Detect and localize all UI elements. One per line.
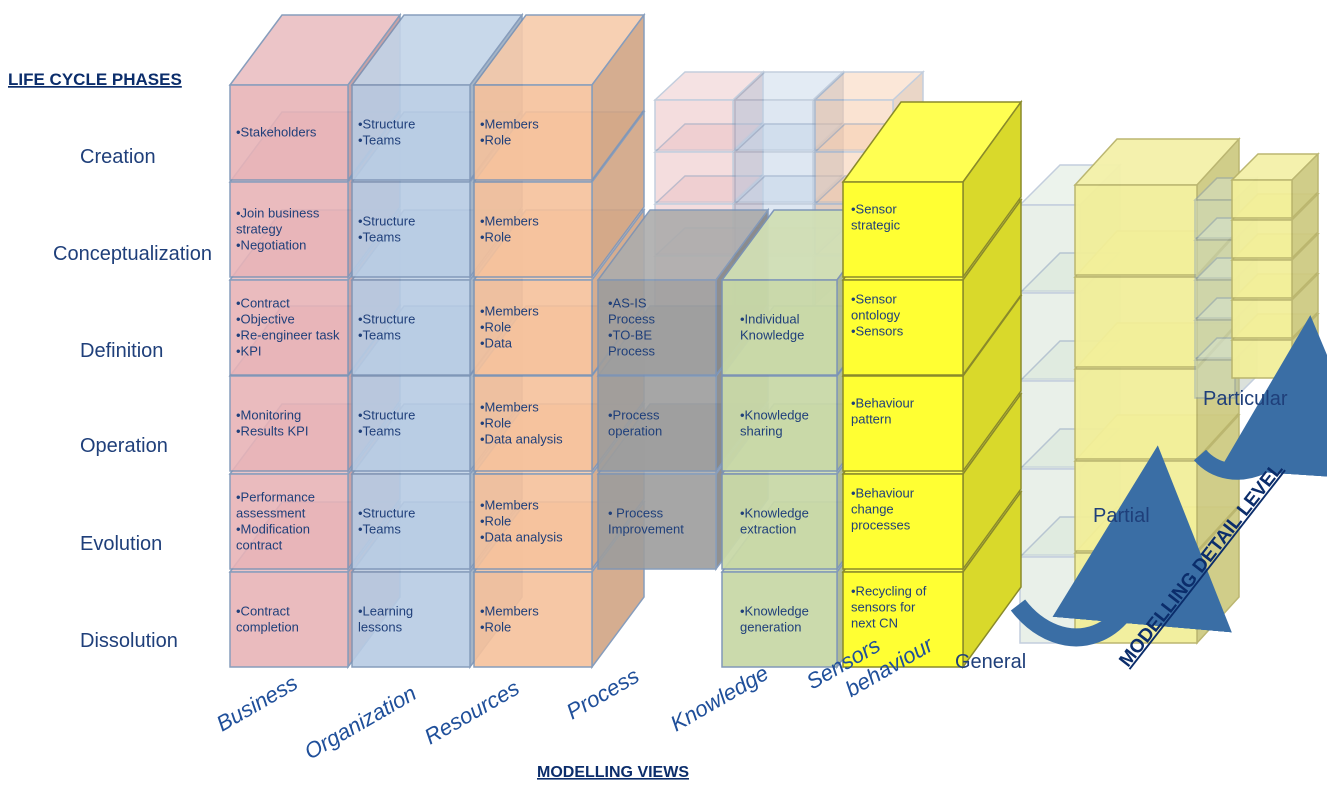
views-header: MODELLING VIEWS (537, 764, 689, 781)
detail-arrows (1010, 315, 1327, 647)
cell-business-2: •Contract•Objective•Re-engineer task•KPI (236, 296, 340, 359)
view-label-2: Resources (420, 675, 524, 749)
phase-label-evolution: Evolution (80, 533, 162, 555)
cell-resources-5: •Members•Role (480, 604, 539, 635)
phase-label-operation: Operation (80, 435, 168, 457)
cell-organization-0: •Structure•Teams (358, 117, 415, 148)
cell-organization-4: •Structure•Teams (358, 506, 415, 537)
cell-resources-1: •Members•Role (480, 214, 539, 245)
cell-organization-1: •Structure•Teams (358, 214, 415, 245)
cube-resources-0 (472, 12, 646, 183)
arrow-partial-to-particular-icon (1193, 315, 1327, 481)
cell-organization-3: •Structure•Teams (358, 408, 415, 439)
view-label-4: Knowledge (666, 660, 773, 736)
view-cubes (228, 12, 1023, 670)
cell-resources-2: •Members•Role•Data (480, 304, 539, 351)
view-label-1: Organization (300, 680, 421, 764)
background-cube (733, 70, 845, 152)
detail-partial-cube (1073, 137, 1241, 277)
level-partial: Partial (1093, 505, 1150, 527)
view-label-3: Process (562, 663, 643, 724)
level-particular: Particular (1203, 388, 1288, 410)
phase-label-dissolution: Dissolution (80, 630, 178, 652)
cell-business-3: •Monitoring•Results KPI (236, 408, 308, 439)
detail-particular-cube (1230, 152, 1320, 220)
background-cube (733, 122, 845, 204)
lifecycle-header: LIFE CYCLE PHASES (8, 70, 182, 89)
level-general: General (955, 651, 1026, 673)
phase-label-definition: Definition (80, 340, 163, 362)
background-cube (813, 70, 925, 152)
background-cube (653, 70, 765, 152)
cell-business-0: •Stakeholders (236, 125, 317, 140)
view-label-0: Business (212, 670, 302, 736)
arrow-general-to-partial-icon (1010, 445, 1232, 647)
phase-label-conceptualization: Conceptualization (53, 243, 212, 265)
cell-resources-0: •Members•Role (480, 117, 539, 148)
cube-sensors-0 (841, 99, 1023, 280)
cell-resources-4: •Members•Role•Data analysis (480, 498, 563, 545)
cell-organization-2: •Structure•Teams (358, 312, 415, 343)
background-cube (653, 122, 765, 204)
cell-resources-3: •Members•Role•Data analysis (480, 400, 563, 447)
phase-label-creation: Creation (80, 146, 156, 168)
